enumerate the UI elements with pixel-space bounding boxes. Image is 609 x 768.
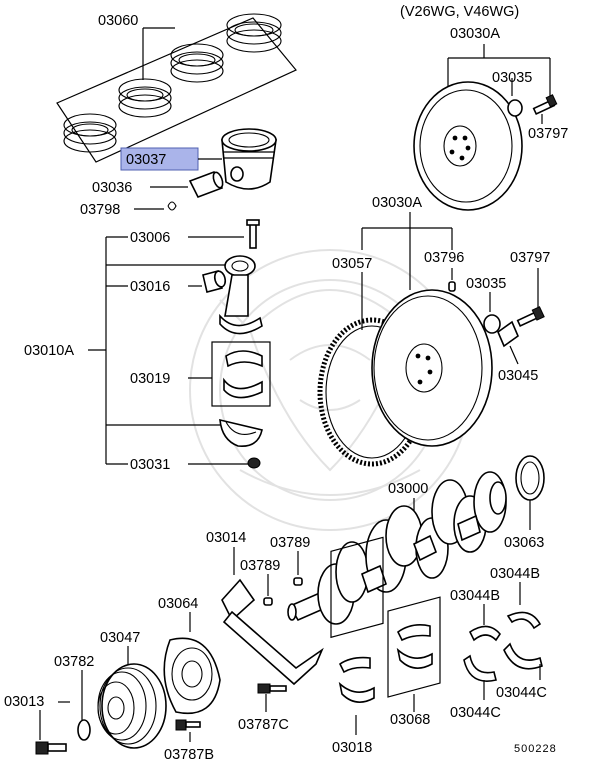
snap-ring [167,201,177,211]
label-03064: 03064 [158,596,198,612]
rod-cap [219,418,263,447]
bearing-box-03019 [211,341,271,407]
key-03789b [263,597,273,606]
connecting-rod [219,255,263,335]
label-03057: 03057 [332,256,372,272]
label-03016: 03016 [130,279,170,295]
label-03013: 03013 [4,694,44,710]
washer-03782 [77,719,91,741]
label-03014: 03014 [206,530,246,546]
label-03035-mid: 03035 [466,276,506,292]
flywheel-mid [371,289,493,447]
rod-bearing-shells [223,350,263,399]
label-03030A-mid: 03030A [372,195,422,211]
label-03030A-top: 03030A [450,26,500,42]
label-03031: 03031 [130,457,170,473]
small-end-bushing [202,270,227,293]
label-03798: 03798 [80,202,120,218]
piston-pin [188,170,224,199]
drawing-number: 500228 [514,743,557,755]
label-03019: 03019 [130,371,170,387]
label-03787B: 03787B [164,747,214,763]
bearing-box-03018 [330,536,384,639]
main-bearing-shells-03068 [396,624,433,669]
rod-nut [247,457,261,469]
label-03063: 03063 [504,535,544,551]
label-03045: 03045 [498,368,538,384]
bolt-03787C [257,683,287,694]
label-03787C: 03787C [238,717,289,733]
flywheel-top [413,81,523,211]
label-03796: 03796 [424,250,464,266]
rear-oil-seal [515,455,545,501]
thrust-washers [463,611,543,682]
label-03044B-a: 03044B [490,566,540,582]
pilot-bearing-mid [483,314,501,334]
label-03068: 03068 [390,712,430,728]
label-03010A: 03010A [24,343,74,359]
piston-ring-set [56,13,297,163]
pulley-bolt [35,741,67,755]
pilot-bearing-top [507,99,523,117]
key-03789a [293,577,303,586]
piston [221,128,277,190]
crankshaft [287,471,507,625]
flywheel-plate-03045 [497,320,519,348]
bolt-03787B [175,719,201,731]
label-03044C-b: 03044C [450,705,501,721]
label-03797-mid: 03797 [510,250,550,266]
label-03044C-a: 03044C [496,685,547,701]
label-03018: 03018 [332,740,372,756]
label-03047: 03047 [100,630,140,646]
label-03000: 03000 [388,481,428,497]
flywheel-bolt-mid [516,306,545,328]
crank-pulley [97,663,167,749]
label-03006: 03006 [130,230,170,246]
label-03060: 03060 [98,13,138,29]
main-bearing-shells-03018 [338,656,375,703]
dowel-pin-03796 [448,281,456,292]
variant-note: (V26WG, V46WG) [400,4,519,20]
rod-bolt [246,219,260,249]
label-03037[interactable]: 03037 [126,152,166,168]
flywheel-bolt-top [532,94,558,116]
front-plate-03064 [163,637,221,714]
label-03035-top: 03035 [492,70,532,86]
label-03044B-b: 03044B [450,588,500,604]
label-03789b: 03789 [240,558,280,574]
bearing-box-03068 [387,596,441,698]
label-03036: 03036 [92,180,132,196]
label-03797-top: 03797 [528,126,568,142]
label-03782: 03782 [54,654,94,670]
label-03789a: 03789 [270,535,310,551]
crank-sprocket-chain-guide [221,578,324,686]
